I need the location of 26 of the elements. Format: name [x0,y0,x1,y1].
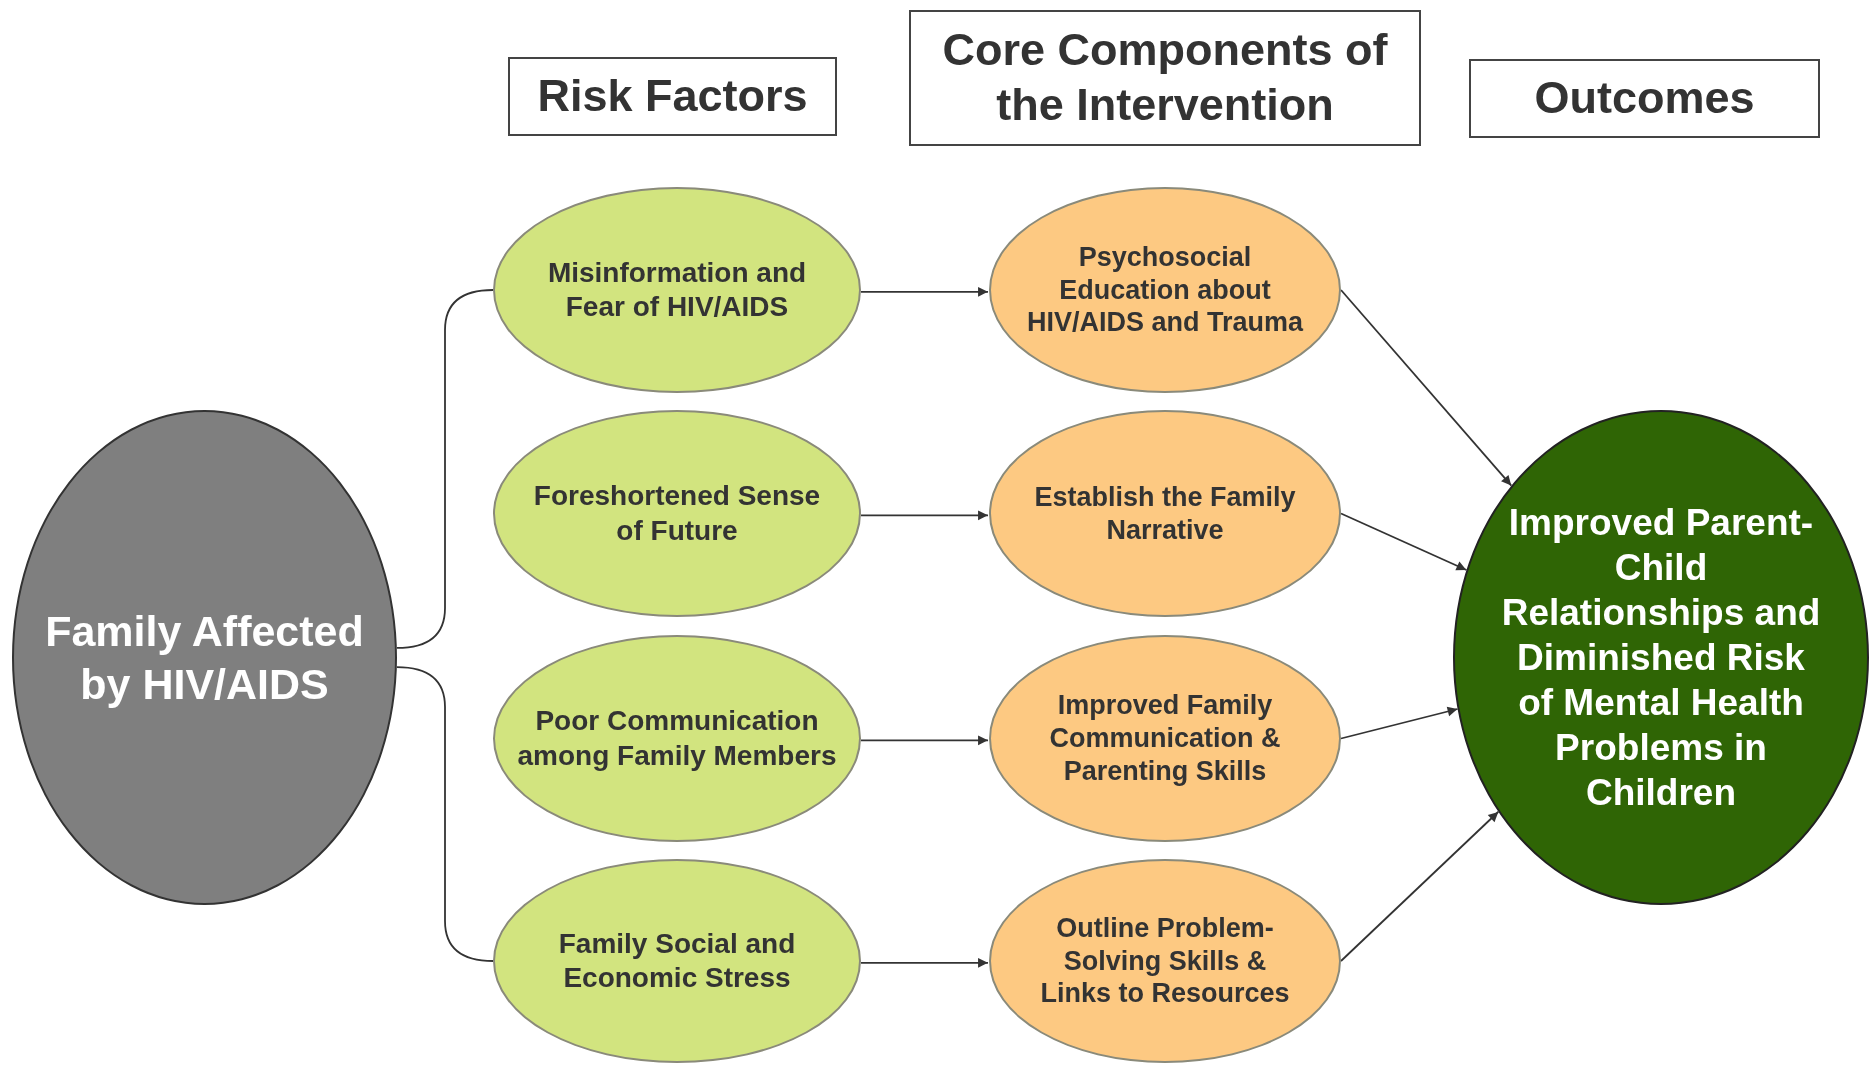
node-label: Foreshortened Sense of Future [532,479,822,548]
heading-box [508,57,837,136]
node-label: Family Affected by HIV/AIDS [44,606,365,710]
arrow [1340,289,1513,487]
node-label: Improved Family Communication & Parenting Skills [1048,689,1282,788]
arrow [860,286,989,297]
heading-box [1469,59,1820,138]
arrow [860,735,989,746]
arrow [1340,706,1459,740]
heading-box [909,10,1421,146]
arrow [1340,810,1500,962]
node-label: Outline Problem-Solving Skills & Links to Resources [1039,911,1291,1011]
node-label: Poor Communication among Family Members [517,704,837,773]
bracket-connector [395,666,494,962]
node-label: Psychosocial Education about HIV/AIDS and Trauma [1025,240,1305,340]
heading-text: Outcomes [1534,71,1755,126]
node-label: Misinformation and Fear of HIV/AIDS [546,255,808,324]
heading-text: Risk Factors [537,69,808,124]
arrow [1340,512,1468,571]
node-label: Establish the Family Narrative [1033,480,1297,547]
node-label: Family Social and Economic Stress [557,926,797,995]
arrow [860,957,989,968]
arrow [860,510,989,521]
heading-text: Core Components of the Intervention [941,23,1389,132]
node-label: Improved Parent-Child Relationships and Diminished Risk of Mental Health Problems in Children [1500,500,1822,816]
bracket-connector [395,289,494,649]
